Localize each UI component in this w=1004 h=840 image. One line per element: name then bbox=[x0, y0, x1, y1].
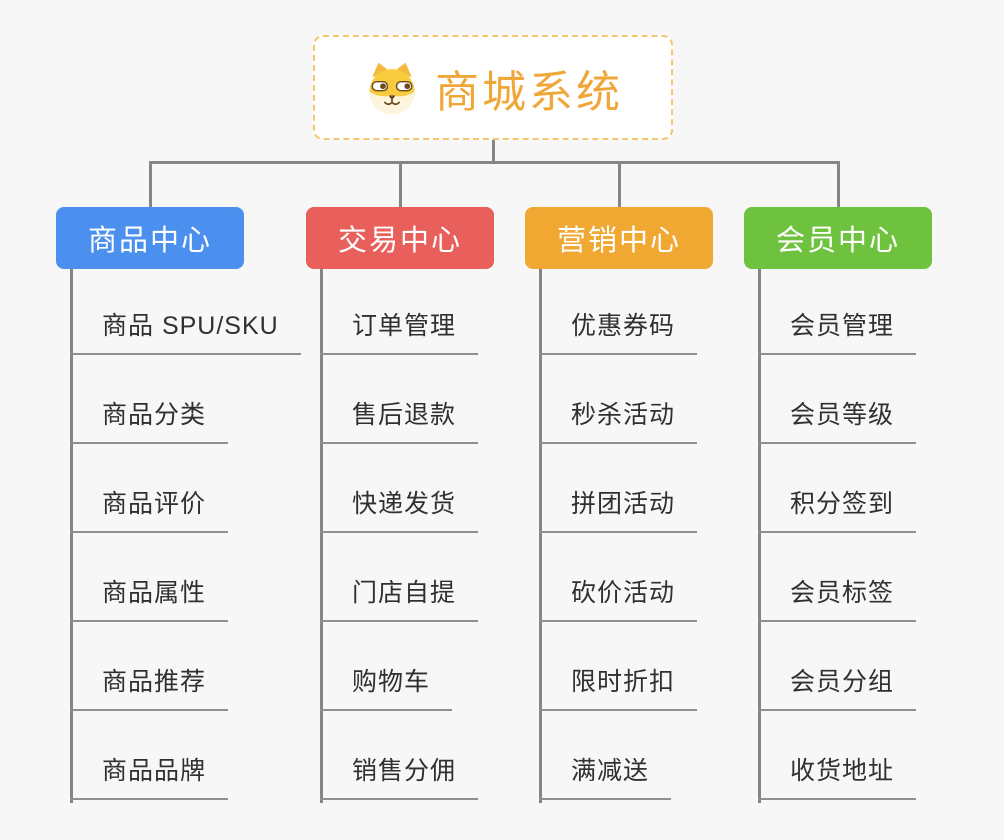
connector-stub-trade bbox=[399, 161, 402, 207]
connector-trunk-marketing bbox=[539, 269, 542, 803]
branch-header-member-center[interactable]: 会员中心 bbox=[744, 207, 932, 269]
leaf-item-flash-sale[interactable]: 秒杀活动 bbox=[539, 400, 698, 444]
connector-stub-member bbox=[837, 161, 840, 207]
leaf-item-member-level[interactable]: 会员等级 bbox=[758, 400, 917, 444]
leaf-item-product-recommend[interactable]: 商品推荐 bbox=[70, 667, 229, 711]
leaf-item-product-spu-sku[interactable]: 商品 SPU/SKU bbox=[70, 311, 301, 355]
connector-trunk-trade bbox=[320, 269, 323, 803]
leaf-item-points-checkin[interactable]: 积分签到 bbox=[758, 489, 917, 533]
leaf-item-limited-time-discount[interactable]: 限时折扣 bbox=[539, 667, 698, 711]
connector-stub-product bbox=[149, 161, 152, 207]
leaf-item-store-pickup[interactable]: 门店自提 bbox=[320, 578, 479, 622]
leaf-item-group-buy[interactable]: 拼团活动 bbox=[539, 489, 698, 533]
branch-header-marketing-center[interactable]: 营销中心 bbox=[525, 207, 713, 269]
root-title: 商城系统 bbox=[435, 67, 623, 117]
shiba-dog-icon bbox=[369, 62, 415, 114]
connector-stub-marketing bbox=[618, 161, 621, 207]
leaf-item-full-reduction[interactable]: 满减送 bbox=[539, 756, 672, 800]
leaf-item-product-brand[interactable]: 商品品牌 bbox=[70, 756, 229, 800]
leaf-item-member-tag[interactable]: 会员标签 bbox=[758, 578, 917, 622]
leaf-item-order-management[interactable]: 订单管理 bbox=[320, 311, 479, 355]
branch-header-label: 营销中心 bbox=[556, 225, 681, 257]
leaf-item-member-group[interactable]: 会员分组 bbox=[758, 667, 917, 711]
leaf-item-sales-commission[interactable]: 销售分佣 bbox=[320, 756, 479, 800]
branch-header-product-center[interactable]: 商品中心 bbox=[56, 207, 244, 269]
connector-bus bbox=[149, 161, 840, 164]
branch-header-trade-center[interactable]: 交易中心 bbox=[306, 207, 494, 269]
leaf-item-bargain-activity[interactable]: 砍价活动 bbox=[539, 578, 698, 622]
root-node-mall-system[interactable]: 商城系统 bbox=[313, 35, 673, 140]
connector-root-stem bbox=[492, 140, 495, 163]
leaf-item-product-attribute[interactable]: 商品属性 bbox=[70, 578, 229, 622]
leaf-item-product-category[interactable]: 商品分类 bbox=[70, 400, 229, 444]
branch-header-label: 商品中心 bbox=[87, 225, 212, 257]
leaf-item-member-management[interactable]: 会员管理 bbox=[758, 311, 917, 355]
leaf-item-shopping-cart[interactable]: 购物车 bbox=[320, 667, 453, 711]
connector-trunk-member bbox=[758, 269, 761, 803]
leaf-item-after-sale-refund[interactable]: 售后退款 bbox=[320, 400, 479, 444]
leaf-item-express-delivery[interactable]: 快递发货 bbox=[320, 489, 479, 533]
branch-header-label: 交易中心 bbox=[337, 225, 462, 257]
leaf-item-coupon-code[interactable]: 优惠券码 bbox=[539, 311, 698, 355]
leaf-item-shipping-address[interactable]: 收货地址 bbox=[758, 756, 917, 800]
leaf-item-product-review[interactable]: 商品评价 bbox=[70, 489, 229, 533]
connector-trunk-product bbox=[70, 269, 73, 803]
branch-header-label: 会员中心 bbox=[775, 225, 900, 257]
